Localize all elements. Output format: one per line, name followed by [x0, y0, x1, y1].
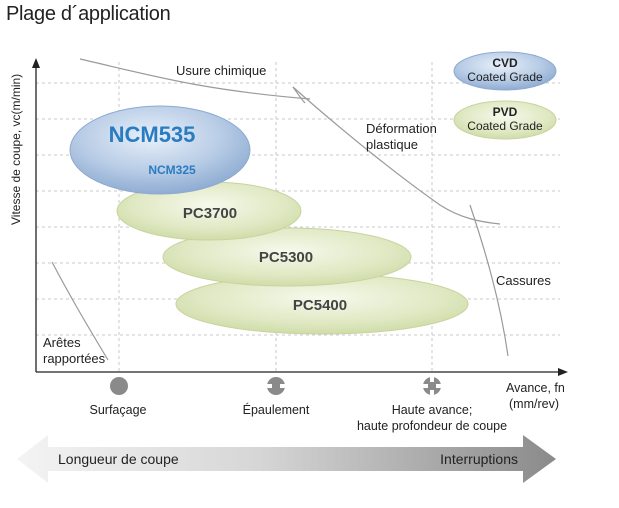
legend-cvd-ellipse [453, 51, 557, 91]
double-arrow: Longueur de coupe Interruptions [17, 435, 556, 483]
operation-label-highfeed-line2: haute profondeur de coupe [357, 419, 507, 433]
solid-circle-icon [110, 377, 128, 395]
legend-cvd-title: CVD [492, 56, 518, 70]
chemical-wear-label: Usure chimique [176, 63, 266, 78]
cross-circle-icon [422, 376, 442, 396]
pc5300-zone: PC5300 [162, 227, 412, 287]
operation-label-highfeed-line1: Haute avance; [392, 403, 473, 417]
y-axis-label: Vitesse de coupe, vc(m/min) [9, 74, 23, 225]
legend-pvd: PVD Coated Grade [453, 100, 557, 140]
breakage-boundary [469, 204, 509, 357]
deformation-boundary [292, 86, 501, 225]
arrow-right-label: Interruptions [440, 451, 518, 467]
legend-pvd-title: PVD [493, 105, 518, 119]
pc3700-zone: PC3700 [116, 181, 302, 241]
deformation-boundary-2 [292, 86, 306, 104]
pc3700-label: PC3700 [183, 205, 237, 222]
zone-boundaries [51, 58, 509, 361]
pc5300-label: PC5300 [259, 249, 313, 266]
deformation-label-line2: plastique [366, 137, 418, 152]
pc5400-label: PC5400 [293, 297, 347, 314]
bue-label-line1: Arêtes [43, 335, 81, 350]
ncm535-label: NCM535 [109, 122, 196, 147]
chemical-wear-boundary [79, 58, 311, 100]
x-axis-label-line1: Avance, fn [506, 381, 565, 395]
arrow-left-label: Longueur de coupe [58, 451, 179, 467]
x-axis-arrowhead [558, 368, 568, 376]
legend-cvd: CVD Coated Grade [453, 51, 557, 91]
axes [32, 58, 568, 376]
x-axis-label-line2: (mm/rev) [509, 397, 559, 411]
deformation-label-line1: Déformation [366, 121, 437, 136]
operation-label-shoulder: Épaulement [243, 402, 310, 417]
ncm535-ellipse [69, 105, 251, 195]
shoulder-circle-icon [266, 377, 286, 395]
operation-label-facing: Surfaçage [90, 403, 147, 417]
y-axis-arrowhead [32, 58, 40, 68]
ncm325-label: NCM325 [148, 163, 196, 177]
legend-cvd-sub: Coated Grade [467, 70, 543, 84]
bue-label-line2: rapportées [43, 351, 106, 366]
pc5300-ellipse [162, 227, 412, 287]
double-arrow-shape [17, 435, 556, 483]
legend-pvd-ellipse [453, 100, 557, 140]
ncm535-zone: NCM535 NCM325 [69, 105, 251, 195]
page-title: Plage d´application [6, 3, 171, 25]
pc5400-zone: PC5400 [175, 273, 469, 335]
legend-pvd-sub: Coated Grade [467, 119, 543, 133]
breakage-label: Cassures [496, 273, 551, 288]
bue-boundary [51, 261, 109, 361]
